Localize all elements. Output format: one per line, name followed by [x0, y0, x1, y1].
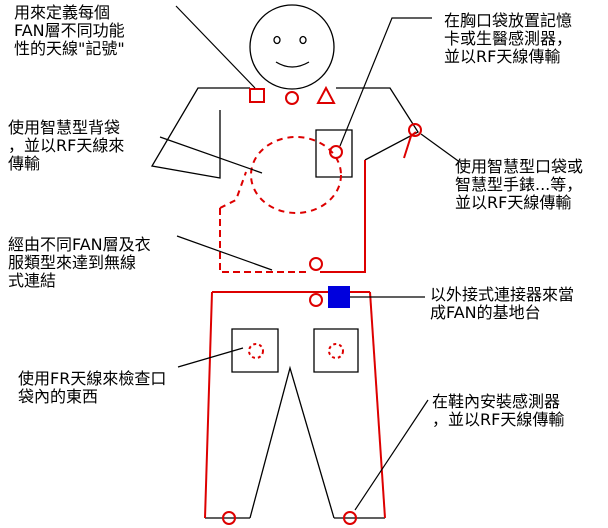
smile — [275, 61, 310, 68]
label-shoe-sensor: 在鞋內安裝感測器 ，並以RF天線傳輸 — [432, 392, 565, 429]
right-shoe-antenna — [343, 511, 357, 525]
leader-fan-connect — [176, 235, 273, 271]
square-marker — [249, 88, 265, 103]
waist-antenna-top — [309, 257, 323, 271]
head — [249, 4, 335, 90]
sleeve-antenna-line — [403, 131, 417, 159]
pants-right-side — [369, 291, 386, 519]
left-eye — [273, 35, 281, 45]
backpack-dashed — [250, 136, 342, 214]
pants-red — [204, 291, 386, 519]
label-rf-pocket-check: 使用FR天線來檢查口 袋內的東西 — [18, 369, 167, 406]
label-smart-pocket-watch: 使用智慧型口袋或 智慧型手錶...等， 並以RF天線傳輸 — [455, 157, 584, 212]
shirt — [150, 87, 419, 179]
right-pocket-antenna — [328, 343, 344, 359]
left-sleeve — [150, 87, 250, 179]
external-connector — [328, 286, 350, 308]
leader-lines — [159, 5, 462, 511]
label-external-connector: 以外接式連接器來當 成FAN的基地台 — [430, 285, 575, 322]
left-back-pocket — [231, 328, 279, 373]
label-smart-backpack: 使用智慧型背袋 ，並以RF天線來 傳輸 — [8, 118, 125, 173]
chest-pocket-antenna — [329, 145, 343, 159]
chest-pocket — [315, 129, 353, 178]
left-shoe-antenna — [222, 511, 236, 525]
label-fan-layer-symbols: 用來定義每個 FAN層不同功能 性的天線"記號" — [14, 3, 125, 58]
shirt-left-dash — [219, 171, 247, 209]
leader-rf-pocket — [177, 347, 244, 368]
shirt-right-seam — [320, 160, 366, 273]
waist-antenna-bottom — [309, 293, 323, 307]
right-back-pocket — [313, 328, 359, 373]
pants — [205, 328, 385, 519]
shirt-hem-left — [219, 208, 310, 273]
pants-inseam — [249, 365, 335, 519]
leader-fan-layer — [175, 5, 256, 89]
head-outline — [249, 4, 335, 90]
pants-left-side — [204, 291, 213, 519]
collar-circle-marker — [285, 91, 299, 105]
leader-backpack — [159, 136, 263, 174]
left-pocket-antenna — [248, 343, 264, 359]
leader-smart-pocket — [420, 133, 462, 164]
sleeve-antenna — [408, 123, 422, 137]
right-eye — [299, 35, 307, 45]
antenna-markers — [222, 85, 422, 525]
triangle-marker — [316, 85, 336, 104]
label-chest-pocket-sensor: 在胸口袋放置記憶 卡或生醫感測器， 並以RF天線傳輸 — [444, 11, 573, 66]
shirt-red — [219, 131, 417, 273]
label-fan-wireless-link: 經由不同FAN層及衣 服類型來達到無線 式連結 — [8, 235, 151, 290]
leader-chest-pocket — [339, 17, 432, 147]
leader-shoe — [354, 399, 429, 511]
